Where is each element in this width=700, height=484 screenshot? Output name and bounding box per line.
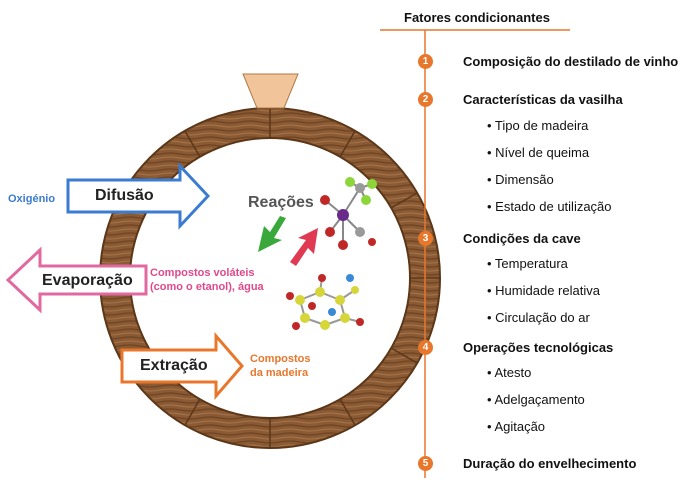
green-arrow-icon [258, 216, 286, 252]
wood-line-2: da madeira [250, 367, 309, 379]
factor-3-item: • Temperatura [487, 256, 568, 271]
step-badge-5: 5 [418, 456, 433, 471]
factor-2-item: • Tipo de madeira [487, 118, 589, 133]
factor-4-item: • Atesto [487, 365, 532, 380]
factor-5-title: Duração do envelhecimento [463, 456, 637, 471]
factor-3-item: • Humidade relativa [487, 283, 600, 298]
step-badge-4: 4 [418, 340, 433, 355]
factors-header: Fatores condicionantes [404, 10, 550, 25]
diffusion-arrow [66, 162, 211, 230]
molecule-atoms-1 [320, 177, 377, 250]
extraction-arrow [120, 331, 244, 401]
bung [242, 73, 299, 109]
factor-2-item: • Nível de queima [487, 145, 590, 160]
factor-1-title: Composição do destilado de vinho [463, 54, 679, 69]
factor-3-title: Condições da cave [463, 231, 581, 246]
factor-2-item: • Dimensão [487, 172, 554, 187]
molecule-atoms-2 [286, 274, 364, 330]
wood-line-1: Compostos [250, 353, 311, 365]
extraction-label: Extração [140, 357, 208, 374]
factor-2-title: Características da vasilha [463, 92, 623, 107]
step-badge-1: 1 [418, 54, 433, 69]
volatile-line-2: (como o etanol), água [150, 281, 264, 293]
factor-4-item: • Agitação [487, 419, 546, 434]
volatile-line-1: Compostos voláteis [150, 267, 255, 279]
wood-compounds-label: Compostos da madeira [250, 352, 311, 380]
oxygen-label: Oxigénio [8, 193, 56, 205]
evaporation-arrow [5, 246, 148, 314]
volatile-compounds-label: Compostos voláteis (como o etanol), água [150, 266, 264, 294]
factor-4-item: • Adelgaçamento [487, 392, 585, 407]
diffusion-label: Difusão [95, 187, 154, 204]
factor-4-title: Operações tecnológicas [463, 340, 614, 355]
step-badge-2: 2 [418, 92, 433, 107]
factor-3-item: • Circulação do ar [487, 310, 590, 325]
step-badge-3: 3 [418, 231, 433, 246]
reactions-label: Reações [248, 194, 314, 211]
evaporation-label: Evaporação [42, 272, 133, 289]
red-arrow-icon [290, 228, 318, 266]
factor-2-item: • Estado de utilização [487, 199, 612, 214]
